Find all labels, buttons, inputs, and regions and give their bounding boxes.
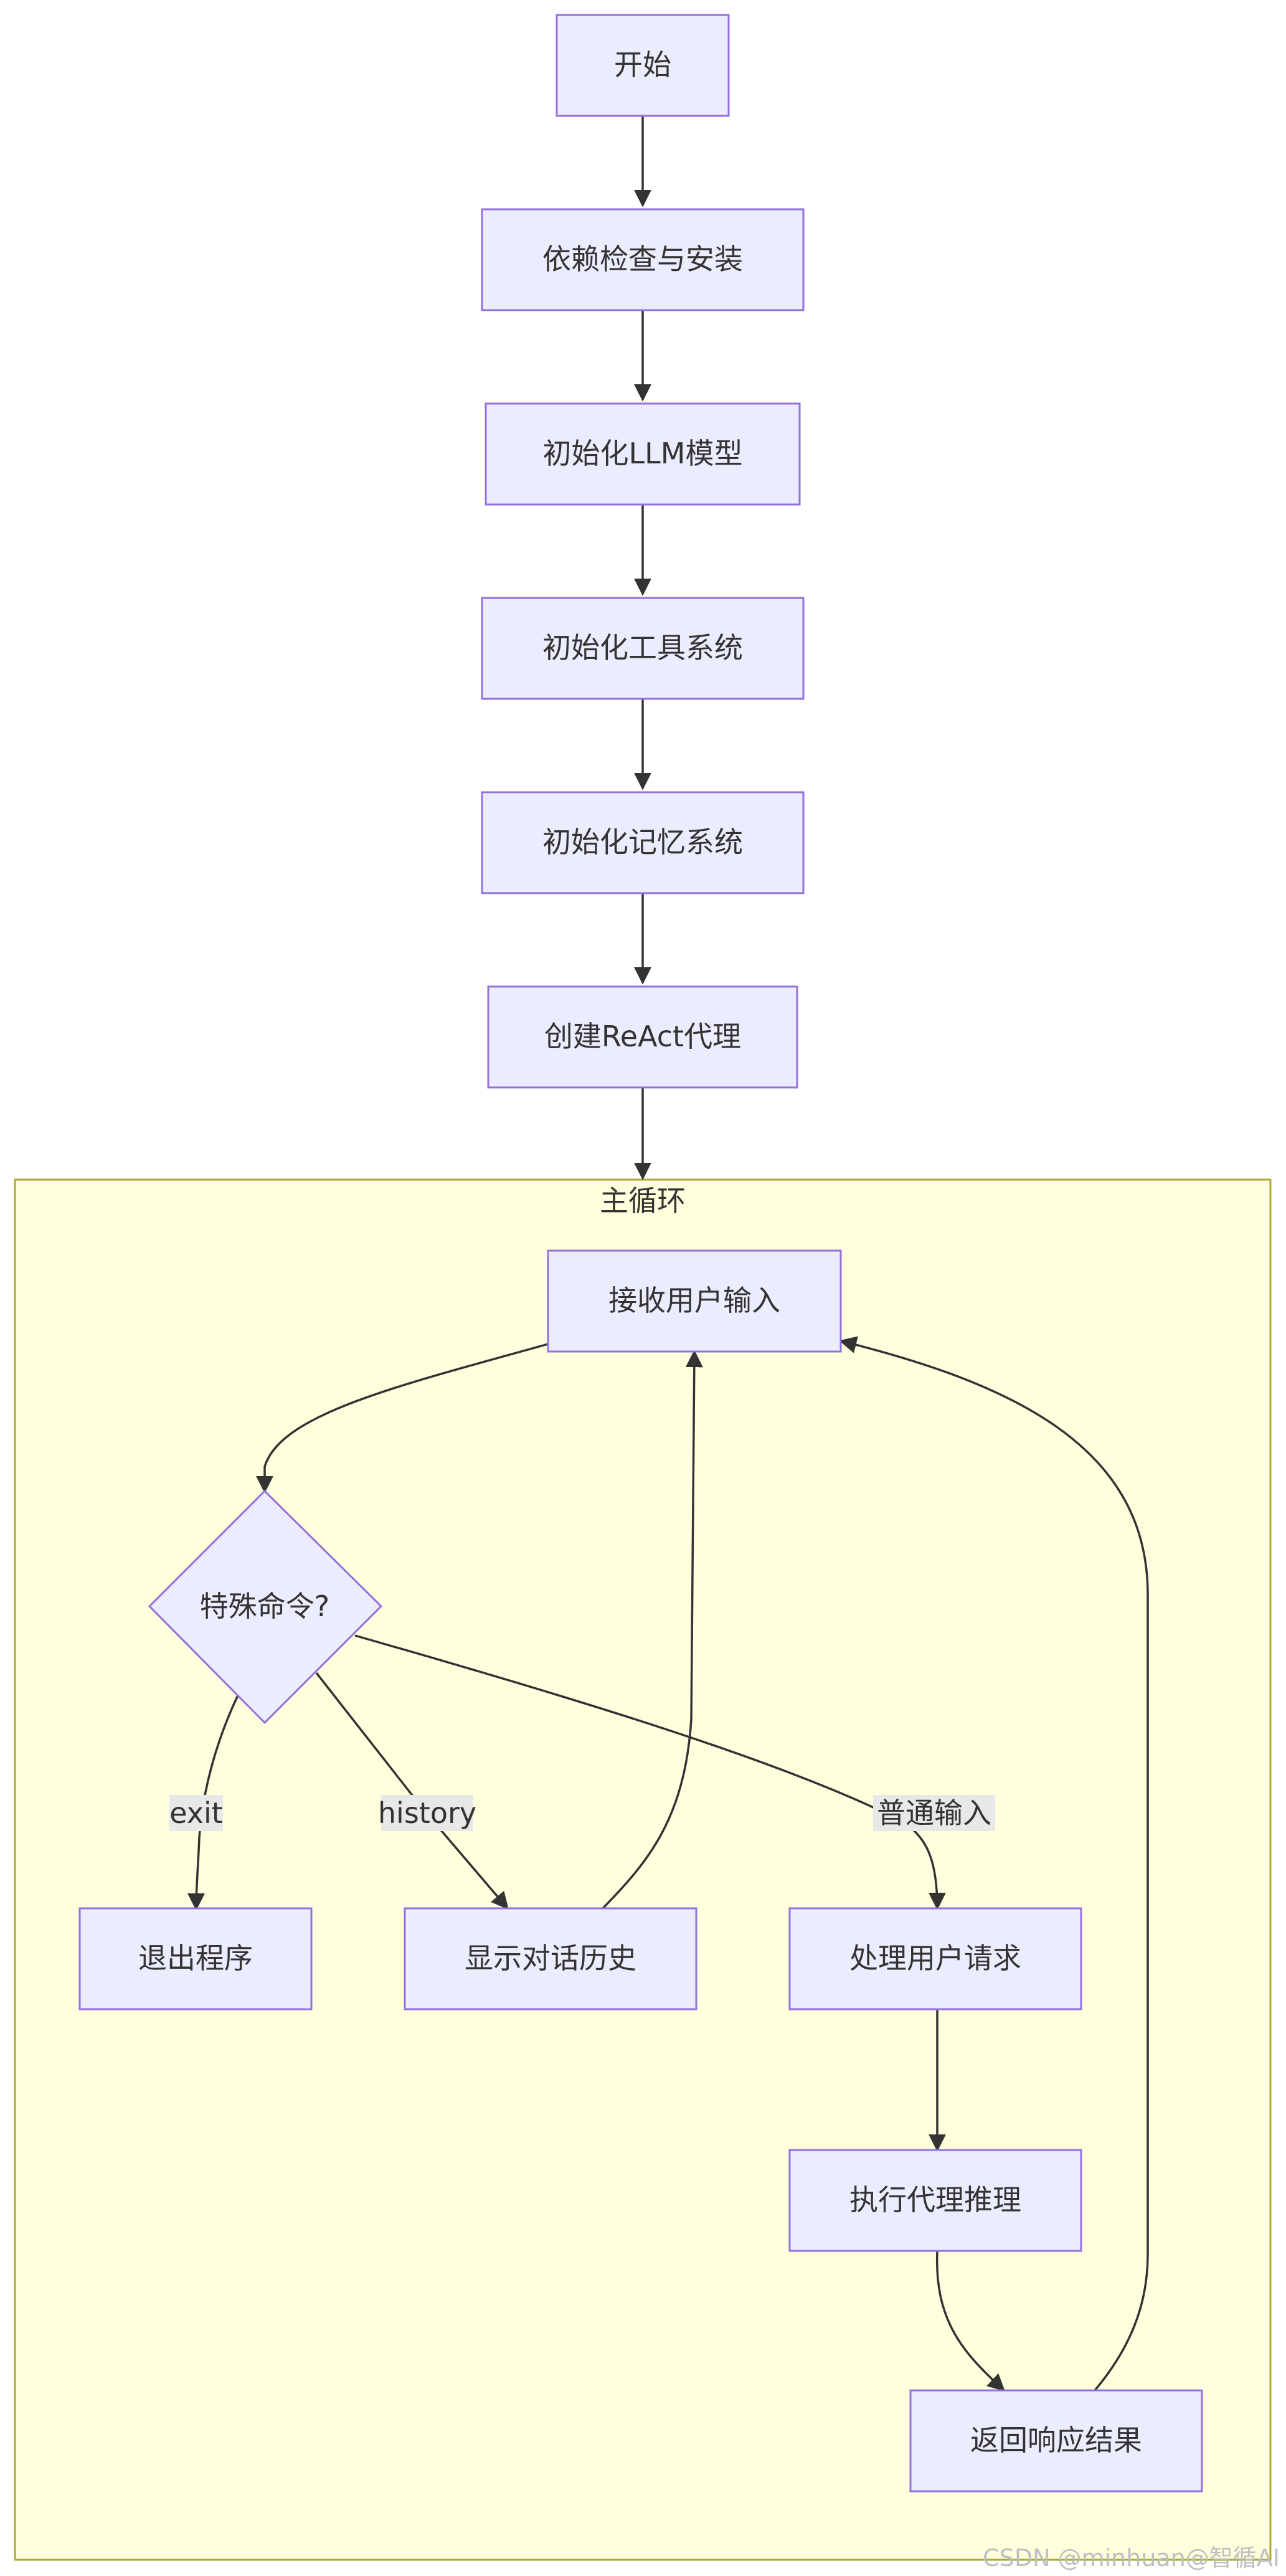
node-exit-program-box: [78, 1907, 313, 2010]
node-receive-input-label: 接收用户输入: [608, 1284, 780, 1317]
main-loop-cluster: 主循环: [14, 1178, 1272, 2561]
node-special-cmd-diamond: [148, 1489, 383, 1725]
node-return-result-label: 返回响应结果: [970, 2423, 1142, 2457]
node-exit-program-label: 退出程序: [138, 1941, 253, 1975]
node-init-tools-label: 初始化工具系统: [542, 631, 743, 665]
node-deps-label: 依赖检查与安装: [542, 242, 743, 276]
edge-reasoning-to-result: [935, 2250, 1006, 2392]
edge-label-normal: 普通输入: [877, 1796, 991, 1830]
node-deps[interactable]: 依赖检查与安装: [481, 208, 805, 311]
node-init-tools-box: [481, 597, 805, 700]
node-start[interactable]: 开始: [556, 14, 730, 117]
node-show-history[interactable]: 显示对话历史: [404, 1907, 697, 2010]
edge-history-to-input: [602, 1350, 703, 1910]
node-receive-input-box: [547, 1249, 842, 1353]
node-return-result[interactable]: 返回响应结果: [909, 2389, 1203, 2493]
node-init-memory[interactable]: 初始化记忆系统: [481, 791, 805, 894]
nodes: 开始 依赖检查与安装 初始化LLM模型 初始化工具系统 初始化记忆系统 创建Re…: [78, 14, 1203, 2493]
node-start-box: [556, 14, 730, 117]
node-run-reasoning-box: [788, 2149, 1082, 2252]
node-show-history-label: 显示对话历史: [465, 1941, 636, 1975]
node-return-result-box: [909, 2389, 1203, 2493]
node-init-llm-label: 初始化LLM模型: [543, 437, 743, 470]
edge-labels: exit history 普通输入: [169, 1795, 995, 1831]
node-create-agent[interactable]: 创建ReAct代理: [487, 985, 798, 1089]
edge-special-to-handle: [354, 1634, 946, 1910]
node-run-reasoning[interactable]: 执行代理推理: [788, 2149, 1082, 2252]
node-create-agent-box: [487, 985, 798, 1089]
node-show-history-box: [404, 1907, 697, 2010]
node-init-memory-box: [481, 791, 805, 894]
main-loop-cluster-title: 主循环: [600, 1184, 686, 1218]
node-special-cmd[interactable]: 特殊命令?: [148, 1489, 383, 1725]
edge-input-to-special: [256, 1343, 549, 1494]
edge-label-exit-bg: [169, 1795, 223, 1831]
node-handle-request-box: [788, 1907, 1082, 2010]
node-exit-program[interactable]: 退出程序: [78, 1907, 313, 2010]
node-create-agent-label: 创建ReAct代理: [544, 1020, 741, 1053]
edge-label-history-bg: [381, 1795, 473, 1831]
edge-label-normal-bg: [873, 1795, 995, 1831]
watermark-text: CSDN @minhuan@智循AI: [983, 2544, 1280, 2572]
edge-label-history: history: [378, 1796, 476, 1830]
node-init-memory-label: 初始化记忆系统: [542, 825, 743, 859]
node-init-tools[interactable]: 初始化工具系统: [481, 597, 805, 700]
node-deps-box: [481, 208, 805, 311]
edge-result-to-input: [839, 1336, 1149, 2392]
node-handle-request[interactable]: 处理用户请求: [788, 1907, 1082, 2010]
edges: [187, 116, 1149, 2392]
node-receive-input[interactable]: 接收用户输入: [547, 1249, 842, 1353]
node-special-cmd-label: 特殊命令?: [200, 1589, 329, 1623]
node-handle-request-label: 处理用户请求: [849, 1941, 1021, 1975]
edge-label-exit: exit: [169, 1796, 223, 1830]
node-run-reasoning-label: 执行代理推理: [849, 2183, 1021, 2217]
node-init-llm[interactable]: 初始化LLM模型: [485, 402, 801, 506]
node-start-label: 开始: [614, 48, 671, 82]
main-loop-cluster-box: [14, 1178, 1272, 2561]
node-init-llm-box: [485, 402, 801, 506]
